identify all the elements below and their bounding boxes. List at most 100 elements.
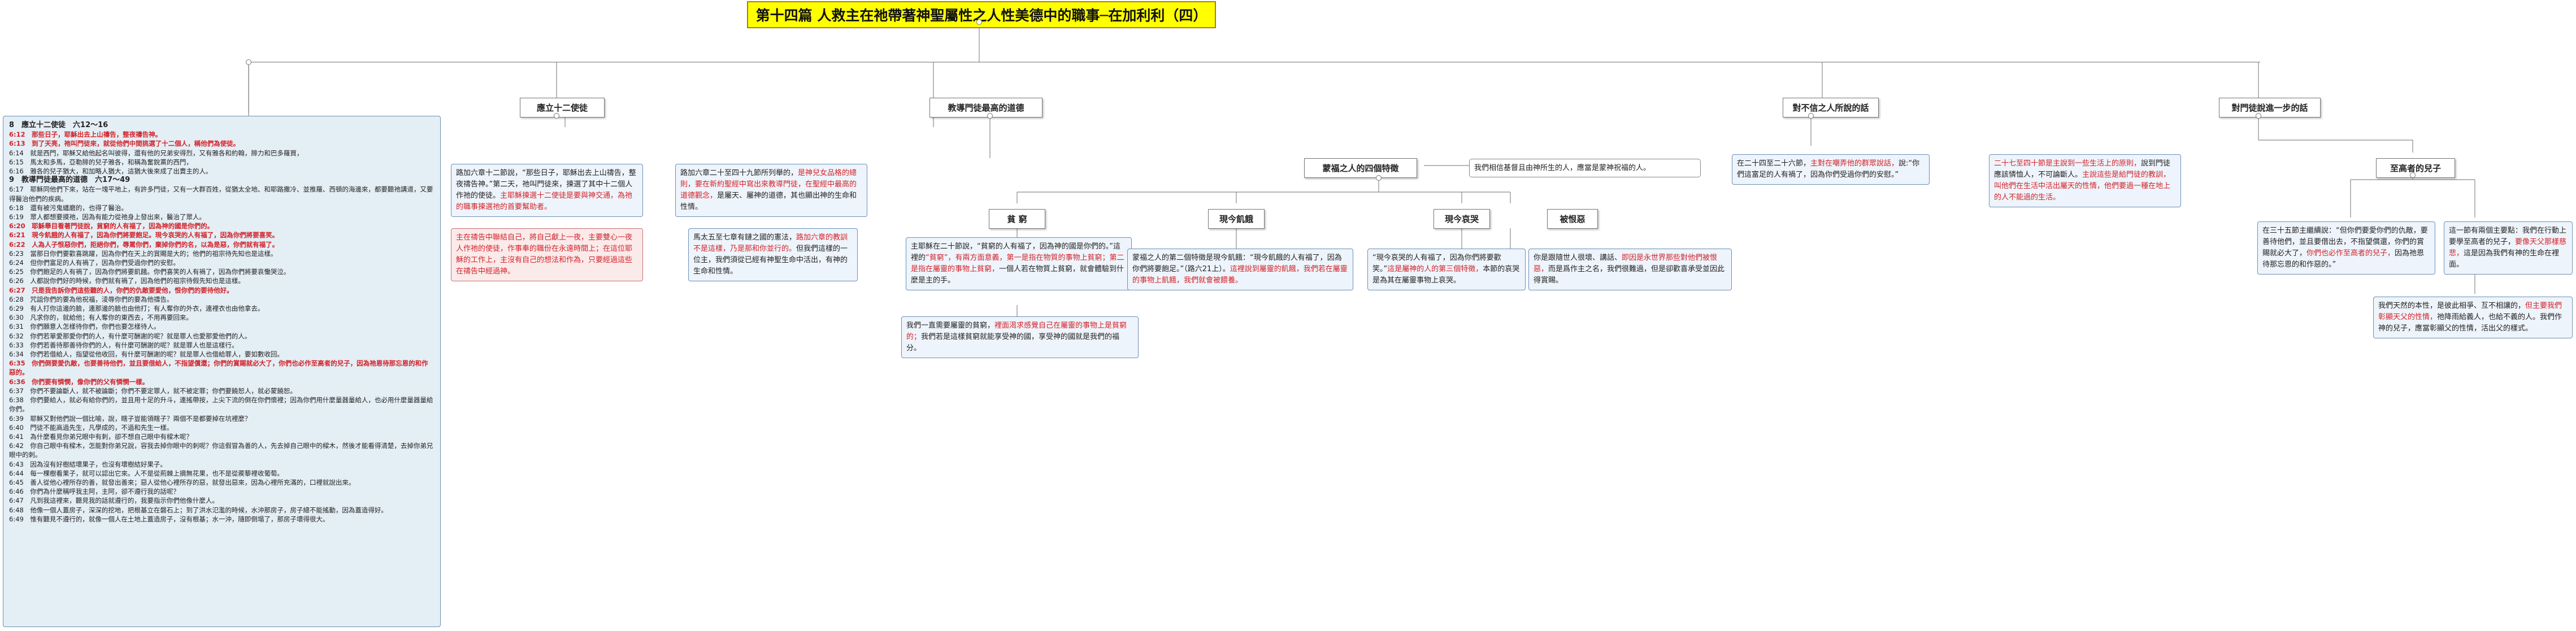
b2-note-b-text-2: 但我們這樣的一位主，我們須從已經有神聖生命中活出，有神的生命和性情。: [693, 245, 848, 276]
trait-weeping-highlight: 這是屬神的人的第三個特徵，: [1387, 265, 1483, 273]
verse-line: 6:49 惟有聽見不遵行的，就像一個人在土地上蓋造房子，沒有根基；水一沖，隨即倒…: [9, 515, 329, 523]
good-tree-note-a: 在三十五節主繼續說：“但你們要愛你們的仇敵，要善待他們，並且要借出去，不指望償還…: [2257, 221, 2435, 275]
verse-line: 6:13 到了天亮，祂叫門徒來，就從他們中間挑選了十二個人，稱他們為使徒。: [9, 140, 240, 148]
b1-note-red-text: 主在禱告中聯結自己，將自己獻上一夜，主要雙心一夜人作祂的使徒，作事奉的職份在永遠…: [456, 233, 633, 276]
trait-poor-sub-highlight: 裡面渴求感覺自己在屬靈的事物上是貧窮的；: [906, 321, 1127, 341]
trait-hated-note: 你是跟隨世人很壞、講話、即因是永世界那些對他們被恨惡，而是爲作主之名，我們很難過…: [1528, 249, 1732, 290]
section-9-heading: 9 教導門徒最高的道德 六17～49: [9, 176, 131, 185]
verse-line: 6:14 就是西門，耶穌又給他起名叫彼得，還有他的兄弟安得烈，又有雅各和約翰，腓…: [9, 149, 303, 157]
section-9-verses: 6:17 耶穌同他們下來，站在一塊平地上，有許多門徒，又有一大群百姓，從猶太全地…: [9, 185, 435, 524]
trait-poor-sub-text-2: 我們若是這樣貧窮就能享受神的國，享受神的國就是我們的福分。: [906, 333, 1120, 353]
verse-line: 6:16 雅各的兒子猶大，和加略人猶大，這猶大後來成了出賣主的人。: [9, 167, 212, 176]
good-tree-c-text-2: 祂降雨給義人，也給不義的人。我們作神的兒子，應當彰顯父的性情，活出父的樣式。: [2378, 313, 2562, 333]
good-tree-note-c: 我們天然的本性，是彼此相爭、互不相讓的，但主要我們彰顯天父的性情，祂降雨給義人，…: [2373, 297, 2573, 338]
center-four-traits[interactable]: 蒙福之人的四個特徵: [1304, 158, 1417, 178]
trait-poor-note: 主耶穌在二十節說，“貧窮的人有福了，因為神的國是你們的。”這裡的“貧窮”，有兩方…: [906, 237, 1132, 290]
verse-line: 6:34 你們若借給人，指望從他收回，有什麼可酬謝的呢？就是罪人也借給罪人，要如…: [9, 350, 284, 359]
verse-line: 6:23 當那日你們要歡喜跳躍，因為你們在天上的賞賜是大的；他們的祖宗待先知也是…: [9, 249, 277, 258]
verse-line: 6:15 馬太和多馬，亞勒腓的兒子雅各，和稱為奮銳黨的西門，: [9, 158, 193, 166]
handle-good-tree[interactable]: [2410, 172, 2416, 178]
trait-hungry-text: 蒙福之人的第二個特徵是現今飢餓：“現今飢餓的人有福了，因為你們將要飽足。”（路六…: [1132, 254, 1342, 273]
handle-b3[interactable]: [1808, 113, 1814, 119]
verse-line: 6:40 門徒不能高過先生，凡學成的，不過和先生一樣。: [9, 423, 173, 432]
trait-hungry[interactable]: 現今飢餓: [1208, 209, 1265, 229]
verse-line: 6:27 只是我告訴你們這些聽的人，你們的仇敵要愛他，恨你們的要待他好。: [9, 286, 233, 294]
b4-note: 二十七至四十節是主說到一些生活上的原則，說到門徒應該憐恤人，不可論斷人。主說這些…: [1989, 154, 2181, 207]
trait-weeping-text-2: 本節的哀哭是為其在屬靈事物上哀哭。: [1372, 265, 1520, 285]
trait-hated-text-2: 而是爲作主之名，我們很難過，但是卻歡喜承受並因此得賞賜。: [1534, 265, 1725, 285]
trait-hated-text: 你是跟隨世人很壞、講話、: [1534, 254, 1622, 262]
verse-line: 6:41 為什麼看見你弟兄眼中有刺，卻不想自己眼中有樑木呢？: [9, 432, 193, 441]
handle-center[interactable]: [1376, 175, 1382, 181]
trait-hated-highlight: 即因是永世界那些對他們被恨惡，: [1534, 254, 1718, 273]
verse-line: 6:30 凡求你的，就給他；有人奪你的東西去，不用再要回來。: [9, 314, 193, 322]
trait-poor-highlight: “貧窮”，有兩方面意義，第一是指在物質的事物上貧窮；第二是指在屬靈的事物上貧窮，: [911, 254, 1124, 273]
verse-line: 6:44 每一棵樹看果子，就可以認出它來。人不是從荊棘上摘無花果，也不是從蒺藜裡…: [9, 469, 284, 477]
verse-line: 6:38 你們要給人，就必有給你們的，並且用十足的升斗，連搖帶按，上尖下流的倒在…: [9, 396, 433, 414]
branch-appoint-apostles[interactable]: 應立十二使徒: [520, 98, 605, 118]
trait-hated[interactable]: 被恨惡: [1547, 209, 1598, 229]
verse-line: 6:42 你自己眼中有樑木，怎能對你弟兄說，容我去掉你眼中的刺呢？你這假冒為善的…: [9, 442, 433, 459]
verse-line: 6:21 現今飢餓的人有福了，因為你們將要飽足。現今哀哭的人有福了，因為你們將要…: [9, 231, 279, 240]
good-tree-son[interactable]: 至高者的兒子: [2376, 158, 2455, 178]
verse-line: 6:33 你們若善待那善待你們的人，有什麼可酬謝的呢？就是罪人也是這樣行。: [9, 341, 238, 349]
section-8-heading: 8 應立十二使徒 六12～16: [9, 121, 108, 129]
trait-poor-text-2: 一個人若在物質上貧窮，就會體驗到什麼是主的手。: [911, 265, 1124, 285]
verse-line: 6:28 咒詛你們的要為他祝福，淩辱你們的要為他禱告。: [9, 295, 173, 303]
handle-b1[interactable]: [554, 113, 559, 119]
center-sub-note: 我們相信基督且由神所生的人，應當是蒙神祝福的人。: [1469, 159, 1701, 177]
verse-line: 6:25 你們飽足的人有禍了，因為你們將要飢餓。你們喜笑的人有禍了，因為你們將要…: [9, 268, 290, 276]
trait-poor-sub: 我們一直需要屬靈的貧窮，裡面渴求感覺自己在屬靈的事物上是貧窮的；我們若是這樣貧窮…: [901, 316, 1139, 358]
trait-poor-sub-text: 我們一直需要屬靈的貧窮，: [906, 321, 995, 330]
b3-note: 在二十四至二十六節，主對在嘲弄他的群眾說話，說:“你們這富足的人有禍了，因為你們…: [1732, 154, 1930, 185]
handle-b2[interactable]: [987, 113, 993, 119]
verse-line: 6:47 凡到我這裡來，聽見我的話就遵行的，我要指示你們他像什麼人。: [9, 497, 219, 505]
verse-line: 6:35 你們倒要愛仇敵，也要善待他們，並且要借給人，不指望償還；你們的賞賜就必…: [9, 359, 428, 377]
b4-note-text: 說到門徒應該憐恤人，不可論斷人。: [1994, 159, 2171, 179]
trait-weeping[interactable]: 現今哀哭: [1433, 209, 1490, 229]
verse-line: 6:36 你們要有憐憫，像你們的父有憐憫一樣。: [9, 377, 149, 386]
b2-note-text-2: 是屬天、屬神的道德，其也顯出神的生命和性情。: [680, 192, 857, 211]
page-title: 第十四篇 人救主在祂帶著神聖屬性之人性美德中的職事─在加利利（四）: [747, 1, 1216, 28]
b4-note-highlight-2: 主說這些是給門徒的教訓，叫他們在生活中活出屬天的性情，他們要過一種在地上的人不能…: [1994, 171, 2171, 202]
handle-b1-parent[interactable]: [246, 59, 251, 65]
good-tree-b-text-2: 這是因為我們有神的生命在裡面。: [2449, 249, 2560, 269]
branch-highest-morality[interactable]: 教導門徒最高的道德: [929, 98, 1042, 118]
b2-note-b-text: 馬太五至七章有鏈之國的憲法，: [693, 233, 797, 242]
verse-line: 6:45 善人從他心裡所存的善，就發出善來；惡人從他心裡所存的惡，就發出惡來，因…: [9, 478, 355, 486]
good-tree-b-highlight: 要像天父那樣慈悲，: [2449, 238, 2567, 258]
b1-note-text: 路加六章十二節說，“那些日子，耶穌出去上山禱告，整夜禱告神。”第二天，祂叫門徒來…: [456, 169, 636, 200]
b3-note-highlight: 主對在嘲弄他的群眾說話，: [1810, 159, 1899, 168]
verse-line: 6:20 耶穌舉目看著門徒說，貧窮的人有福了，因為神的國是你們的。: [9, 222, 214, 230]
b1-note-highlight: 主耶穌揀選十二使徒是要與神交通，為祂的職事揀選祂的首要幫助者。: [456, 192, 633, 211]
b2-note-text: 路加六章二十至四十九節所列舉的，: [680, 169, 798, 177]
verse-line: 6:17 耶穌同他們下來，站在一塊平地上，有許多門徒，又有一大群百姓，從猶太全地…: [9, 185, 433, 203]
b3-note-text-2: 說:“你們這富足的人有禍了，因為你們受過你們的安慰。”: [1737, 159, 1920, 179]
verse-line: 6:31 你們願意人怎樣待你們，你們也要怎樣待人。: [9, 323, 160, 331]
good-tree-c-highlight: 但主要我們彰顯天父的性情，: [2378, 302, 2562, 321]
verse-line: 6:18 還有被污鬼纏磨的，也得了醫治。: [9, 203, 128, 212]
verse-line: 6:48 他像一個人蓋房子，深深的挖地，把根基立在磐石上；到了洪水氾濫的時候，水…: [9, 506, 388, 514]
verse-line: 6:26 人都說你們好的時候，你們就有禍了，因為他們的祖宗待假先知也是這樣。: [9, 277, 245, 285]
b2-note-main: 路加六章二十至四十九節所列舉的，是神兒女品格的總則，要在新約聖經中寫出來教導門徒…: [675, 164, 867, 217]
good-tree-c-text: 我們天然的本性，是彼此相爭、互不相讓的，: [2378, 302, 2526, 310]
verse-line: 6:29 有人打你這邊的臉，連那邊的臉也由他打；有人奪你的外衣，連裡衣也由他拿去…: [9, 304, 264, 313]
handle-b4[interactable]: [2256, 113, 2261, 119]
trait-hungry-highlight: 這裡說到屬靈的飢餓，我們若在屬靈的事物上飢餓，我們就會被餵養。: [1132, 265, 1348, 285]
verse-line: 6:46 你們為什麼稱呼我主阿，主阿，卻不遵行我的話呢？: [9, 488, 180, 496]
branch-further-words[interactable]: 對門徒說進一步的話: [2219, 98, 2321, 118]
verse-line: 6:37 你們不要論斷人，就不被論斷；你們不要定罪人，就不被定罪；你們要饒恕人，…: [9, 386, 297, 395]
good-tree-a-text-2: 因為祂恩待那忘恩的和作惡的。”: [2262, 249, 2425, 269]
b1-note-main: 路加六章十二節說，“那些日子，耶穌出去上山禱告，整夜禱告神。”第二天，祂叫門徒來…: [451, 164, 643, 217]
section-8-verses: 6:12 那些日子，耶穌出去上山禱告，整夜禱告神。6:13 到了天亮，祂叫門徒來…: [9, 130, 435, 176]
branch-unbelievers[interactable]: 對不信之人所說的話: [1783, 98, 1879, 118]
root-handle[interactable]: [976, 19, 982, 25]
verse-line: 6:19 眾人都想要摸祂，因為有能力從祂身上發出來，醫治了眾人。: [9, 213, 206, 221]
b2-note-second: 馬太五至七章有鏈之國的憲法，路加六章的教訓不是這樣，乃是那和你並行的。但我們這樣…: [688, 228, 858, 281]
b2-note-b-highlight: 路加六章的教訓不是這樣，乃是那和你並行的。: [693, 233, 848, 253]
trait-poor[interactable]: 貧 窮: [989, 209, 1045, 229]
verse-line: 6:24 但你們富足的人有禍了，因為你們受過你們的安慰。: [9, 259, 180, 267]
b3-note-text: 在二十四至二十六節，: [1737, 159, 1811, 168]
b2-note-highlight: 是神兒女品格的總則，要在新約聖經中寫出來教導門徒，在聖經中最高的道德觀念，: [680, 169, 857, 200]
